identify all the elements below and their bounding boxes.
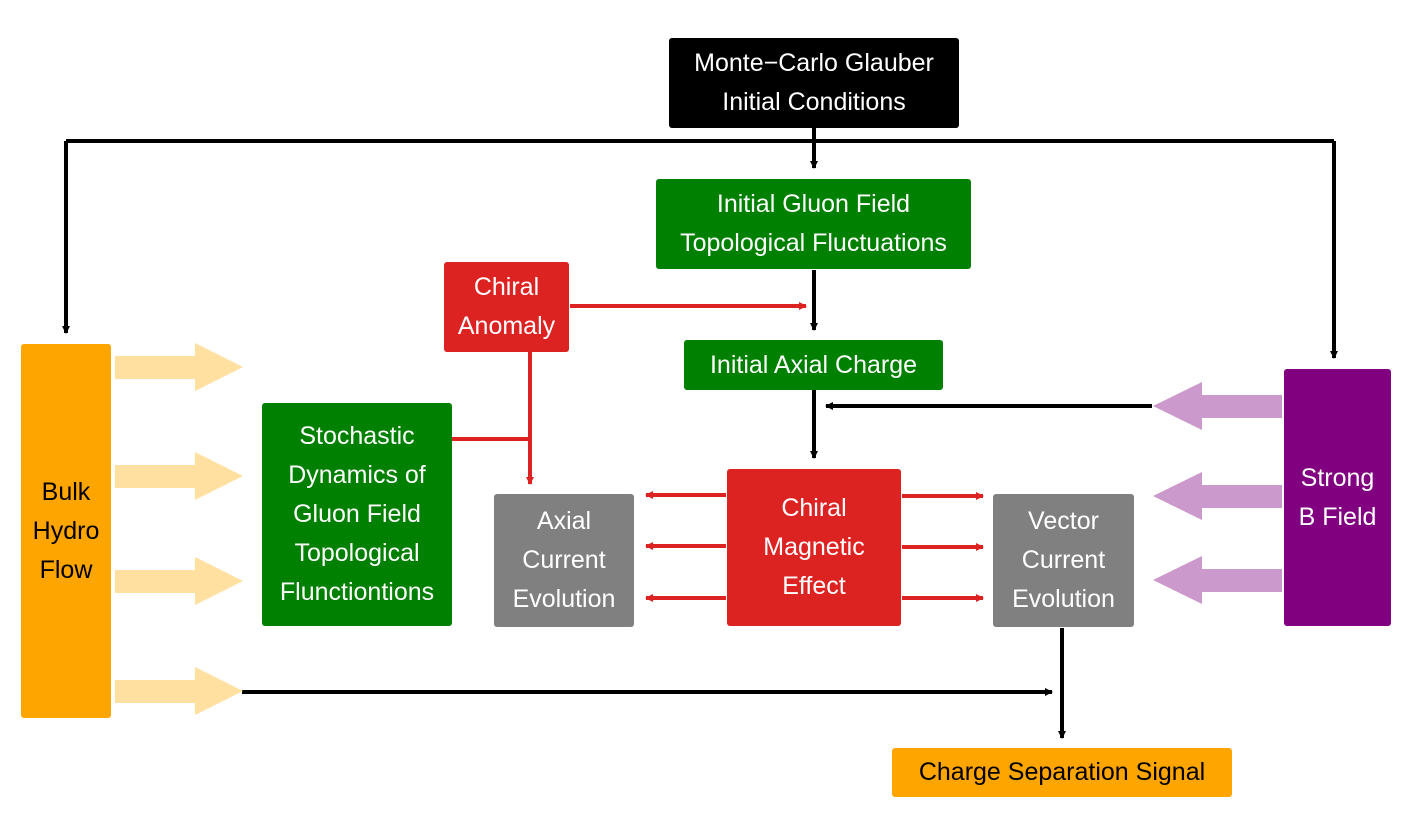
chiral-anomaly-node: Chiral Anomaly: [444, 262, 569, 352]
chiral-magnetic-effect-node: Chiral Magnetic Effect: [727, 469, 901, 626]
hydro-flow-arrow-1: [115, 343, 243, 391]
axial-charge-node: Initial Axial Charge: [684, 340, 943, 390]
glauber-node: Monte−Carlo Glauber Initial Conditions: [669, 38, 959, 128]
strong-b-field-node: Strong B Field: [1284, 369, 1391, 626]
hydro-flow-arrow-2: [115, 452, 243, 500]
axial-current-node: Axial Current Evolution: [494, 494, 634, 627]
bulk-hydro-node: Bulk Hydro Flow: [21, 344, 111, 718]
charge-separation-signal-node: Charge Separation Signal: [892, 748, 1232, 797]
hydro-flow-arrow-3: [115, 557, 243, 605]
b-field-arrow-2: [1153, 472, 1282, 520]
gluon-fluctuations-node: Initial Gluon Field Topological Fluctuat…: [656, 179, 971, 269]
vector-current-node: Vector Current Evolution: [993, 494, 1134, 627]
b-field-arrow-1: [1153, 382, 1282, 430]
b-field-arrow-3: [1153, 556, 1282, 604]
stochastic-dynamics-node: Stochastic Dynamics of Gluon Field Topol…: [262, 403, 452, 626]
hydro-flow-arrow-4: [115, 667, 243, 715]
